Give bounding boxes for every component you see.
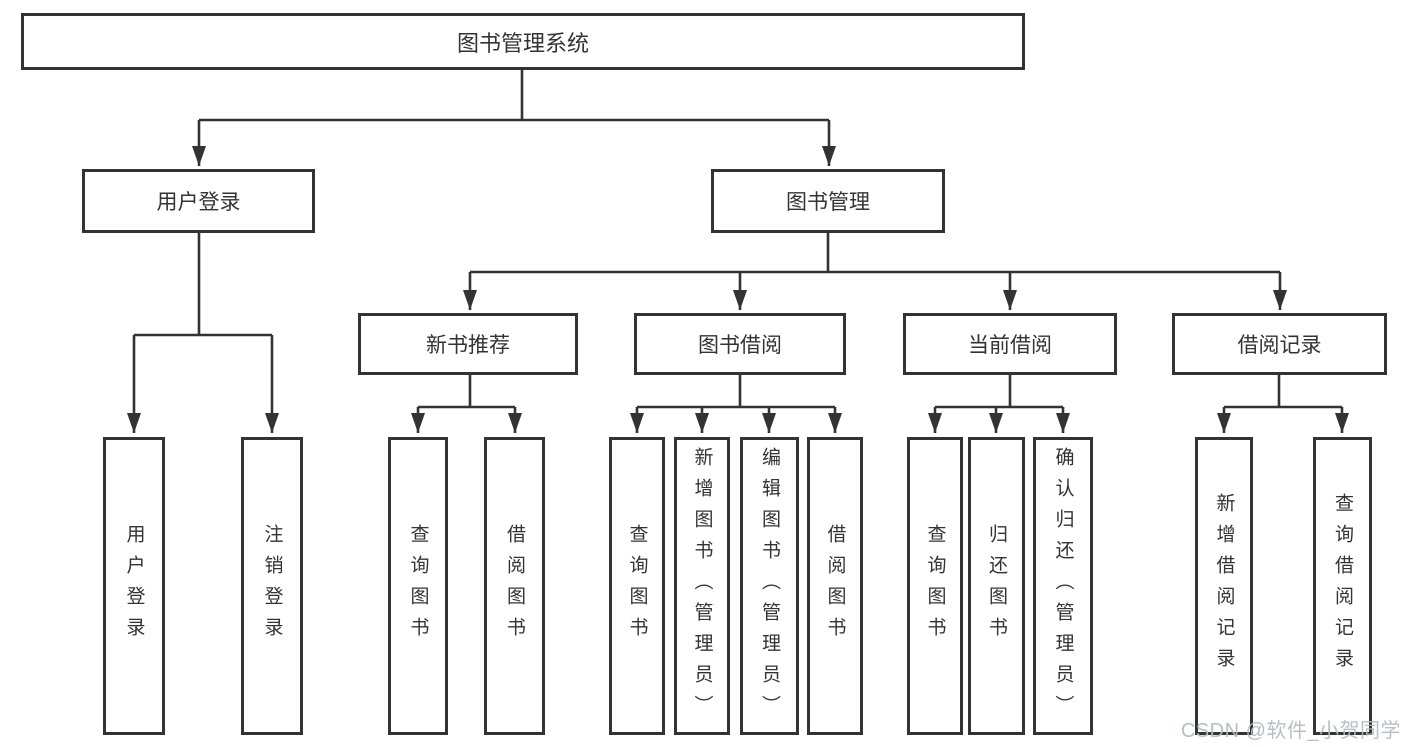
node-book-management: 图书管理 — [711, 169, 945, 233]
node-library-management-system-label: 图书管理系统 — [456, 30, 589, 56]
leaf-query-books-borrowing-label: 查询图书 — [626, 524, 648, 648]
node-book-management-label: 图书管理 — [786, 191, 870, 214]
node-library-management-system: 图书管理系统 — [21, 13, 1025, 70]
leaf-query-books-recommend: 查询图书 — [388, 437, 448, 735]
leaf-edit-books-admin: 编辑图书（管理员） — [740, 437, 799, 735]
leaf-query-books-recommend-label: 查询图书 — [407, 524, 429, 648]
leaf-query-borrow-record: 查询借阅记录 — [1313, 437, 1372, 735]
leaf-borrow-books-label: 借阅图书 — [824, 524, 846, 648]
node-new-book-recommendation: 新书推荐 — [358, 313, 578, 375]
leaf-query-borrow-record-label: 查询借阅记录 — [1332, 493, 1353, 679]
leaf-query-books-current-label: 查询图书 — [924, 524, 946, 648]
leaf-query-books-borrowing: 查询图书 — [609, 437, 665, 735]
node-book-borrowing-label: 图书借阅 — [698, 334, 782, 357]
leaf-confirm-return-admin: 确认归还（管理员） — [1033, 437, 1093, 735]
leaf-add-borrow-record: 新增借阅记录 — [1195, 437, 1253, 735]
leaf-logout: 注销登录 — [241, 437, 303, 735]
leaf-user-login: 用户登录 — [103, 437, 165, 735]
node-new-book-recommendation-label: 新书推荐 — [426, 334, 510, 357]
node-current-borrowing-label: 当前借阅 — [968, 334, 1052, 357]
leaf-logout-label: 注销登录 — [261, 524, 283, 648]
leaf-return-books-label: 归还图书 — [986, 524, 1007, 648]
node-borrowing-records-label: 借阅记录 — [1237, 334, 1322, 357]
leaf-add-books-admin: 新增图书（管理员） — [674, 437, 730, 735]
leaf-add-borrow-record-label: 新增借阅记录 — [1213, 493, 1235, 679]
leaf-return-books: 归还图书 — [968, 437, 1025, 735]
connector-segments — [134, 70, 1342, 409]
leaf-borrow-books: 借阅图书 — [807, 437, 863, 735]
leaf-query-books-current: 查询图书 — [907, 437, 963, 735]
connector-arrows — [127, 120, 1349, 433]
node-book-borrowing: 图书借阅 — [634, 313, 846, 375]
csdn-watermark: CSDN @软件_小贺同学 — [1180, 720, 1401, 742]
leaf-borrow-books-recommend: 借阅图书 — [484, 437, 545, 735]
leaf-edit-books-admin-label: 编辑图书（管理员） — [759, 446, 780, 726]
leaf-user-login-label: 用户登录 — [123, 524, 145, 648]
node-user-login: 用户登录 — [82, 169, 315, 233]
node-user-login-label: 用户登录 — [156, 191, 241, 214]
leaf-borrow-books-recommend-label: 借阅图书 — [504, 524, 525, 648]
node-borrowing-records: 借阅记录 — [1172, 313, 1387, 375]
leaf-add-books-admin-label: 新增图书（管理员） — [691, 446, 713, 726]
node-current-borrowing: 当前借阅 — [903, 313, 1117, 375]
leaf-confirm-return-admin-label: 确认归还（管理员） — [1052, 446, 1074, 726]
